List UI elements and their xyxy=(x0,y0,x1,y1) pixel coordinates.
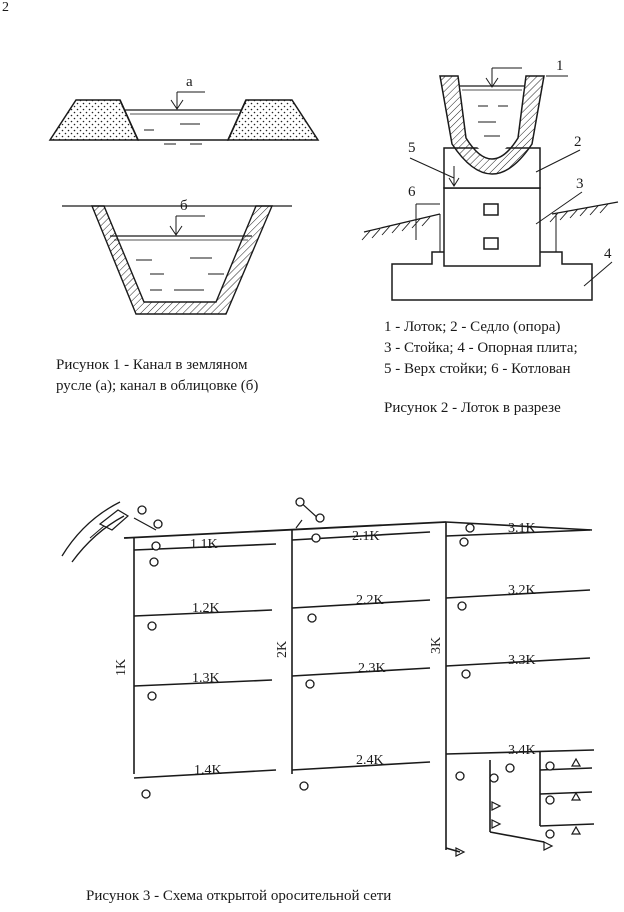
earth-channel-a: а xyxy=(48,74,320,145)
label-1k: 1K xyxy=(114,659,129,676)
flume-tray xyxy=(439,75,545,175)
label-2k: 2K xyxy=(275,641,290,658)
label-3-2k: 3.2K xyxy=(508,583,536,598)
left-embankment xyxy=(48,99,140,141)
callout-4: 4 xyxy=(604,246,612,262)
label-3-3k: 3.3K xyxy=(508,653,536,668)
base-plate xyxy=(391,251,593,301)
figure-2-flume-section: 1 2 3 4 5 6 xyxy=(361,58,619,301)
label-3-1k: 3.1K xyxy=(508,521,536,536)
lined-channel-b: б xyxy=(62,198,292,315)
callout-3: 3 xyxy=(576,176,584,192)
main-canal xyxy=(123,521,447,539)
label-a: а xyxy=(186,74,193,90)
right-embankment xyxy=(226,99,320,141)
page-number: 2 xyxy=(2,0,9,15)
label-2-3k: 2.3K xyxy=(358,661,386,676)
figure-3-irrigation-network: 1K 2K 3K 1.1K 1.2K 1.3K 1.4K 2.1K 2.2K 2… xyxy=(61,497,595,857)
concrete-lining xyxy=(90,205,274,315)
label-1-3k: 1.3K xyxy=(192,671,220,686)
outlet-triangles xyxy=(455,757,582,857)
callout-1: 1 xyxy=(556,58,564,74)
label-1-2k: 1.2K xyxy=(192,601,220,616)
callout-6: 6 xyxy=(408,184,416,200)
figure-1-caption-line1: Рисунок 1 - Канал в земляном xyxy=(56,357,248,373)
label-2-1k: 2.1K xyxy=(352,529,380,544)
label-1-1k: 1.1K xyxy=(190,537,218,552)
figure-2-caption: Рисунок 2 - Лоток в разрезе xyxy=(384,400,561,416)
figure-1-caption-line2: русле (а); канал в облицовке (б) xyxy=(56,378,259,394)
label-2-4k: 2.4K xyxy=(356,753,384,768)
label-3-4k: 3.4K xyxy=(508,743,536,758)
label-1-4k: 1.4K xyxy=(194,763,222,778)
label-b: б xyxy=(180,198,188,214)
label-3k: 3K xyxy=(429,637,444,654)
figure-2-legend-line2: 3 - Стойка; 4 - Опорная плита; xyxy=(384,340,578,356)
figure-2-legend-line1: 1 - Лоток; 2 - Седло (опора) xyxy=(384,319,561,335)
label-2-2k: 2.2K xyxy=(356,593,384,608)
figure-2-legend-line3: 5 - Верх стойки; 6 - Котлован xyxy=(384,361,571,377)
callout-5: 5 xyxy=(408,140,416,156)
gate-markers xyxy=(137,497,555,839)
callout-2: 2 xyxy=(574,134,582,150)
figure-1-canal-sections: а б xyxy=(48,74,320,315)
post xyxy=(443,187,541,267)
figure-3-caption: Рисунок 3 - Схема открытой оросительной … xyxy=(86,888,392,904)
